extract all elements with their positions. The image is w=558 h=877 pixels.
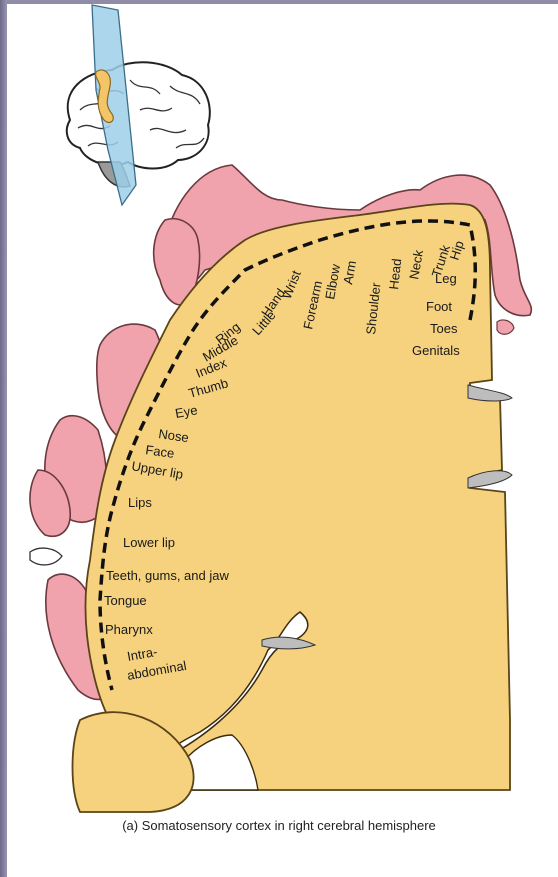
figure-caption: (a) Somatosensory cortex in right cerebr…	[0, 818, 558, 833]
toes-detail	[497, 320, 514, 334]
brain-inset	[67, 5, 210, 205]
brain-outline	[67, 62, 210, 168]
label-teeth-gums-jaw: Teeth, gums, and jaw	[106, 568, 229, 583]
label-lower-lip: Lower lip	[123, 535, 175, 550]
label-genitals: Genitals	[412, 343, 460, 358]
label-foot: Foot	[426, 299, 452, 314]
label-toes: Toes	[430, 321, 458, 336]
label-tongue: Tongue	[104, 593, 147, 608]
label-pharynx: Pharynx	[105, 622, 153, 637]
label-lips: Lips	[128, 495, 152, 510]
teeth-jaw	[30, 548, 62, 565]
